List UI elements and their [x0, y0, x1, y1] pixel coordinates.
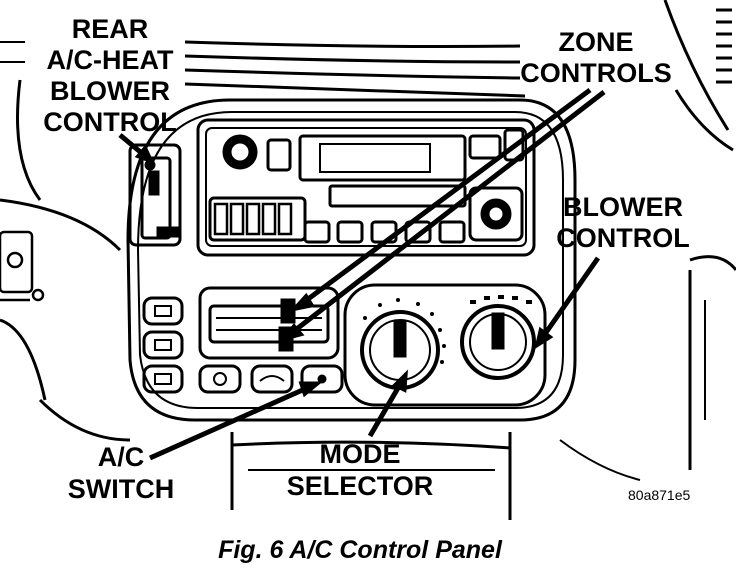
callout-ac-switch-line-1: A/C [98, 442, 145, 472]
callout-rear-blower-line-4: CONTROL [43, 107, 176, 137]
callout-rear-blower-line-2: A/C-HEAT [47, 45, 174, 75]
arrow-blower-control [535, 256, 601, 346]
bottom-button-row [198, 364, 344, 394]
callout-blower-control-line-1: BLOWER [563, 192, 683, 222]
blower-scale-marks [470, 295, 532, 304]
arrow-zone-upper [294, 87, 592, 311]
callout-mode-selector-line-1: MODE [320, 439, 401, 469]
left-dash-vent [0, 230, 45, 302]
right-edge-ruler [716, 8, 732, 84]
callout-ac-switch-line-2: SWITCH [68, 474, 174, 504]
callout-zone-controls-line-1: ZONE [558, 27, 633, 57]
zone-control-slider [198, 286, 340, 360]
rear-blower-control-unit [128, 143, 182, 247]
figure-reference-code: 80a871e5 [628, 487, 691, 503]
mode-selector-knob [343, 283, 547, 407]
figure-caption: Fig. 6 A/C Control Panel [218, 536, 503, 564]
center-console-bezel [126, 98, 577, 422]
callout-rear-blower-line-1: REAR [72, 14, 149, 44]
arrow-zone-lower [283, 90, 606, 340]
callout-rear-blower-line-3: BLOWER [50, 76, 170, 106]
callout-zone-controls-line-2: CONTROLS [520, 58, 672, 88]
mode-selector-scale-ticks [363, 298, 446, 364]
left-button-column [142, 296, 184, 394]
callout-blower-control-line-2: CONTROL [556, 223, 689, 253]
arrow-ac-switch [148, 381, 318, 461]
dashboard-background-lines [0, 0, 736, 470]
callout-arrows [118, 87, 606, 461]
callout-mode-selector-line-2: SELECTOR [287, 471, 434, 501]
lower-console [230, 432, 641, 520]
blower-control-knob [460, 304, 536, 380]
